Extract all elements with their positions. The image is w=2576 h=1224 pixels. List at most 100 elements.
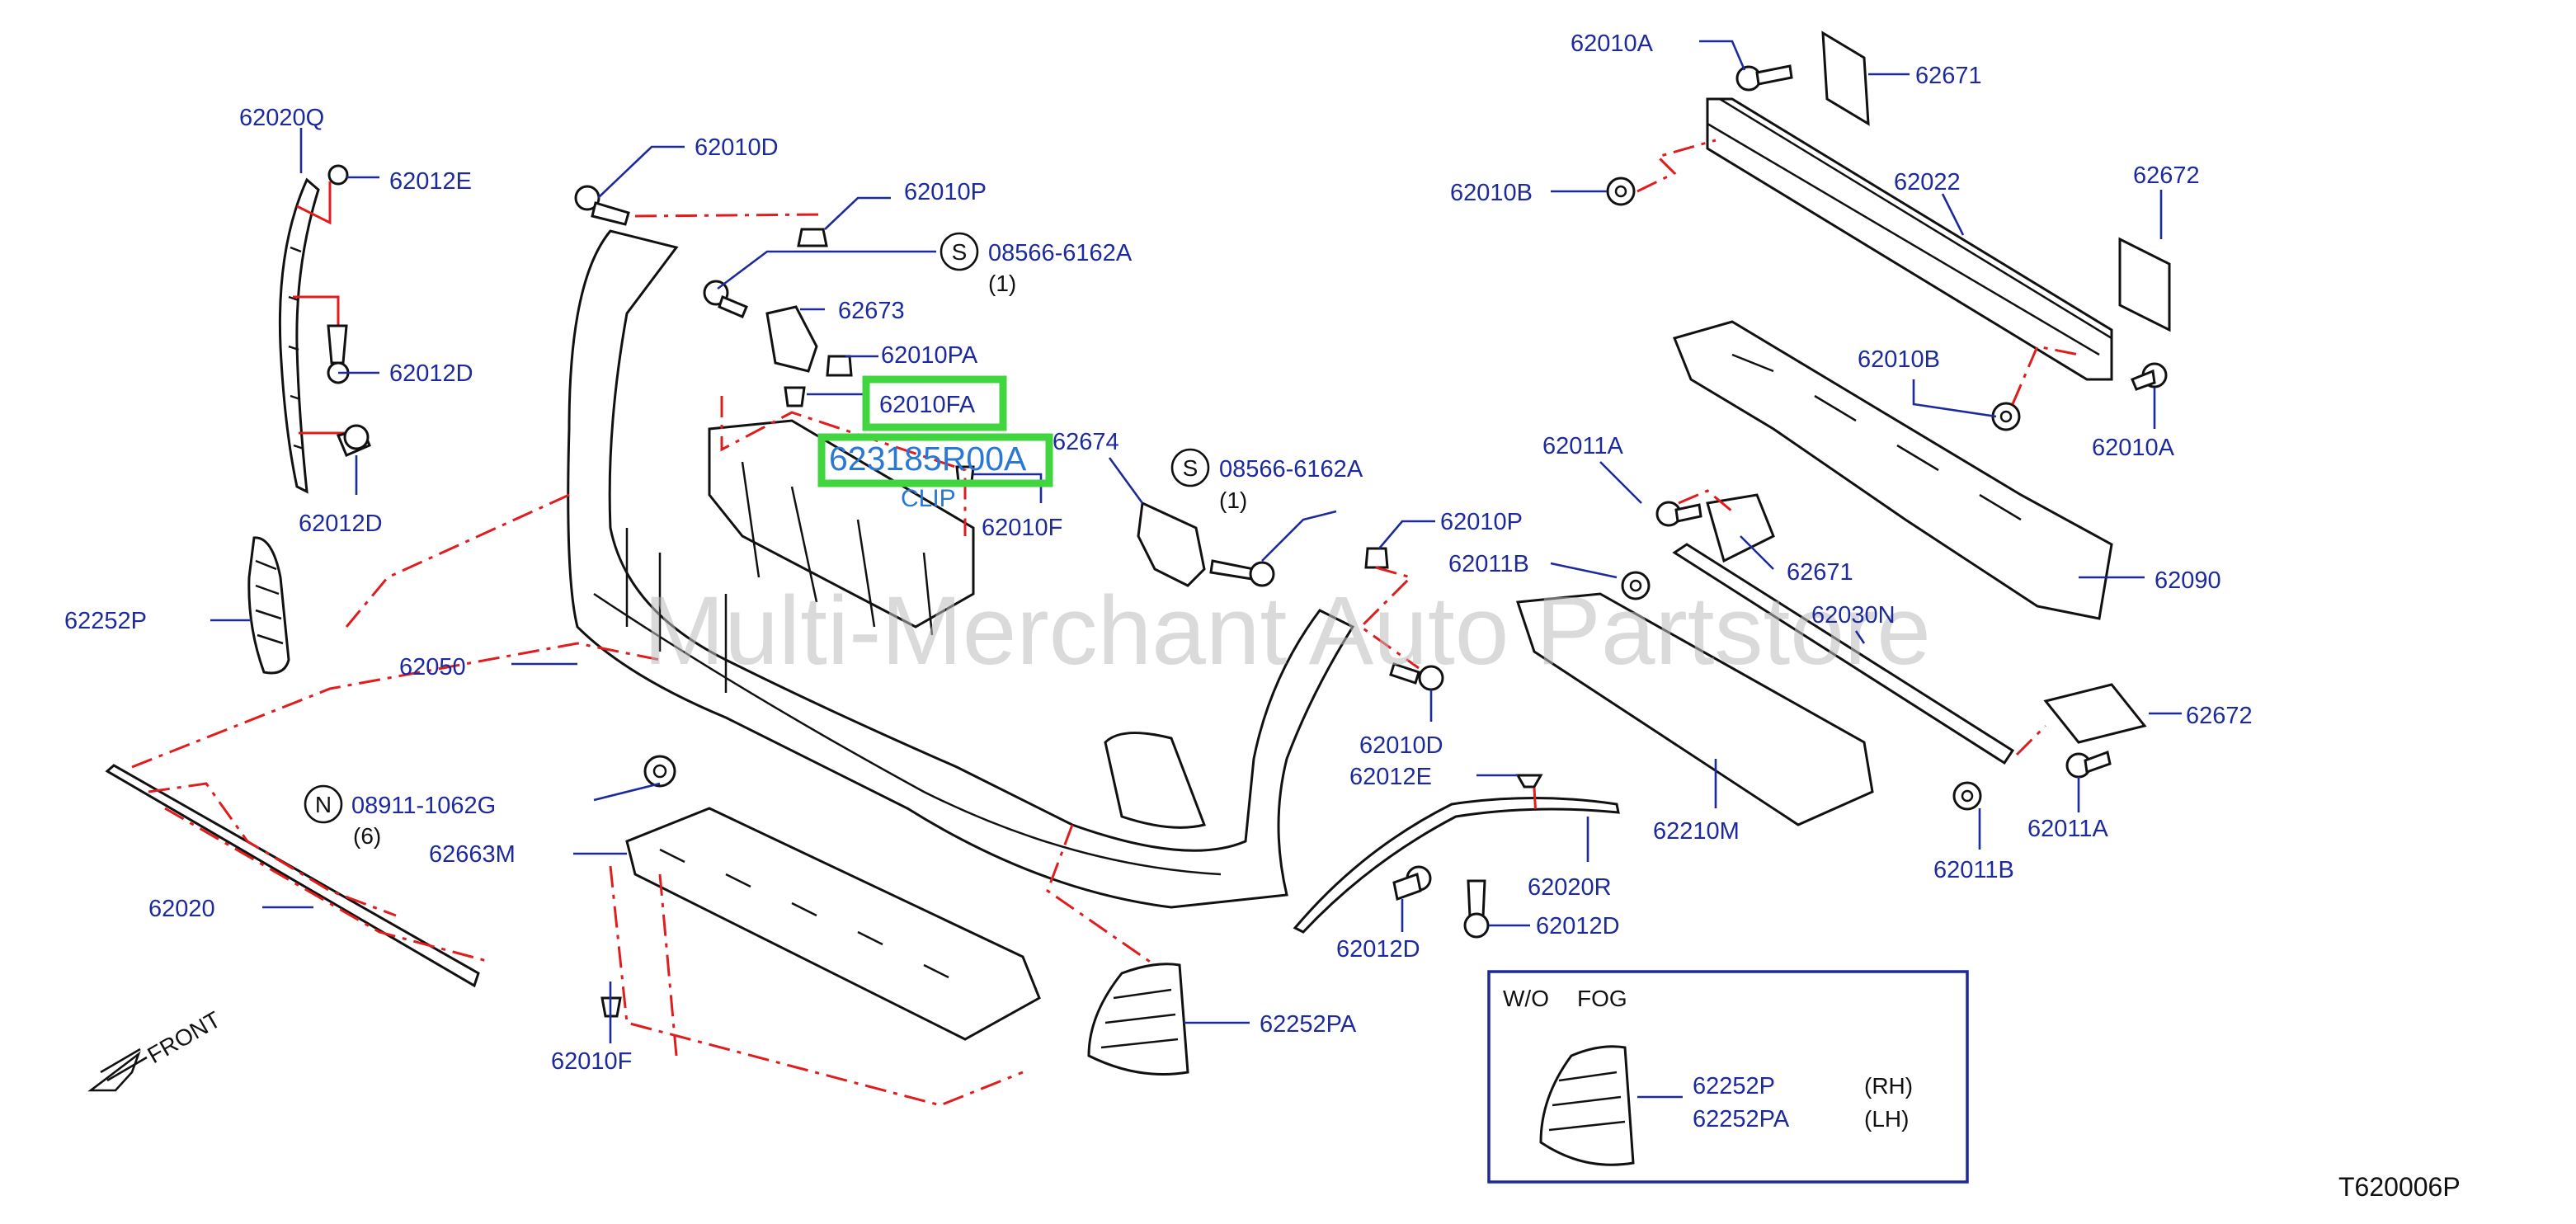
label-62010p-a[interactable]: 62010P [904,179,987,205]
label-08566-a-qty: (1) [988,271,1016,296]
inset-row2-part[interactable]: 62252PA [1693,1106,1790,1132]
label-08566-a[interactable]: 08566-6162A [988,240,1133,266]
label-62673[interactable]: 62673 [838,298,905,324]
label-62010f-b[interactable]: 62010F [551,1048,632,1075]
nut-08911[interactable] [643,755,676,788]
highlight-62010fa [862,375,1007,431]
bolt-08566-b[interactable] [1209,559,1275,587]
bracket-62672-bottom[interactable] [2043,683,2147,744]
fog-cover-62252pa[interactable] [1087,963,1189,1076]
inset-title-fog: FOG [1577,986,1627,1011]
label-62674[interactable]: 62674 [1053,429,1119,455]
label-62030n[interactable]: 62030N [1811,602,1896,628]
label-62012d-a[interactable]: 62012D [389,360,473,387]
screw-62012d-a[interactable] [327,324,350,384]
clip-62010fa[interactable] [784,386,806,407]
label-62210m[interactable]: 62210M [1653,818,1740,845]
label-62020q[interactable]: 62020Q [239,105,324,131]
label-62011b-a[interactable]: 62011B [1448,551,1529,577]
fog-cover-62252p[interactable] [247,536,290,675]
label-62011b-b[interactable]: 62011B [1933,857,2014,883]
label-62010d-b[interactable]: 62010D [1359,732,1443,759]
screw-62012d-d[interactable] [1463,879,1490,939]
fog-recess-right[interactable] [1104,732,1207,829]
side-bracket-62020q[interactable] [278,177,320,494]
label-62671-b[interactable]: 62671 [1787,559,1853,586]
label-08566-b-qty: (1) [1219,487,1247,513]
screw-62012d-c[interactable] [1392,865,1432,901]
dash-under-cover-drops [658,873,678,1057]
label-08911[interactable]: 08911-1062G [351,793,496,819]
label-08566-b[interactable]: 08566-6162A [1219,456,1363,483]
label-62010fa[interactable]: 62010FA [879,392,976,418]
label-62010b-a[interactable]: 62010B [1450,180,1533,206]
bolt-62010d-top[interactable] [574,185,630,226]
label-623185r00a[interactable]: 623185R00A [829,440,1027,478]
front-bumper-fascia-62050[interactable] [567,229,1355,909]
clip-62010pa[interactable] [826,355,853,377]
label-62010d-a[interactable]: 62010D [695,134,779,161]
label-62252pa[interactable]: 62252PA [1260,1011,1357,1038]
bracket-62671-top[interactable] [1821,31,1870,126]
label-62011a-b[interactable]: 62011A [2027,816,2108,842]
label-62010f-a[interactable]: 62010F [982,515,1062,541]
front-label: FRONT [144,1006,225,1068]
label-62671-a[interactable]: 62671 [1915,63,1982,89]
label-62090[interactable]: 62090 [2155,567,2221,594]
molding-62020r[interactable] [1293,797,1620,934]
screw-62012d-b[interactable] [336,424,371,457]
label-62010a-a[interactable]: 62010A [1571,31,1654,57]
label-62020r[interactable]: 62020R [1528,874,1612,901]
bumper-reinforcement-62022[interactable] [1706,97,2113,381]
splash-shield-62210m[interactable] [1515,592,1874,826]
inset-row1-side: (RH) [1864,1073,1913,1099]
nut-62011b-bottom[interactable] [1952,781,1982,811]
label-62672-a[interactable]: 62672 [2133,162,2200,189]
nut-62010b-top[interactable] [1606,177,1636,206]
bolt-62010a-mid[interactable] [2131,362,2168,391]
label-62012d-b[interactable]: 62012D [299,511,383,537]
symbol-s-b-text: S [1183,455,1199,481]
dash-grille-top [131,642,661,769]
clip-62010p-right[interactable] [1364,547,1389,569]
grille-strip-62020[interactable] [105,764,480,988]
front-arrow: FRONT [87,1006,225,1092]
inset-row1-part[interactable]: 62252P [1693,1073,1775,1099]
symbol-n-text: N [315,792,332,817]
under-cover-62663m[interactable] [625,807,1041,1041]
label-62022[interactable]: 62022 [1894,169,1961,195]
push-clip-62012e[interactable] [327,164,349,186]
label-62012d-d[interactable]: 62012D [1536,913,1620,939]
label-clip: CLIP [901,485,956,512]
label-62012e-b[interactable]: 62012E [1349,764,1432,790]
bolt-62011a-mid[interactable] [1655,501,1702,527]
label-62672-b[interactable]: 62672 [2186,703,2253,729]
nut-62011b-mid[interactable] [1621,571,1651,600]
label-62010a-b[interactable]: 62010A [2092,435,2175,461]
dash-62020r [1533,787,1538,817]
label-62050[interactable]: 62050 [399,654,466,680]
clip-62010p-top[interactable] [797,228,828,247]
energy-absorber-62090[interactable] [1672,320,2113,620]
nut-62010b-mid[interactable] [1991,402,2021,431]
bolt-62011a-bottom[interactable] [2065,750,2112,779]
armature-62030n[interactable] [1672,543,2015,765]
bracket-62671-mid[interactable] [1706,493,1775,563]
bolt-08566-a[interactable] [703,280,748,318]
bracket-62674[interactable] [1137,501,1206,587]
bracket-62672-top[interactable] [2118,237,2171,332]
inset-fog-cover[interactable] [1539,1045,1635,1166]
label-62010b-b[interactable]: 62010B [1858,346,1940,373]
bolt-62010a-top[interactable] [1735,64,1793,92]
label-62011a-a[interactable]: 62011A [1542,433,1623,459]
push-clip-62012e-right[interactable] [1515,774,1543,789]
bracket-62673[interactable] [765,305,818,373]
label-62012e-a[interactable]: 62012E [389,168,472,195]
label-62663m[interactable]: 62663M [429,841,516,868]
label-62010p-b[interactable]: 62010P [1440,509,1523,535]
label-62012d-c[interactable]: 62012D [1336,936,1420,963]
label-62020[interactable]: 62020 [148,896,215,922]
label-62252p[interactable]: 62252P [64,608,147,634]
dash-clips-center [720,396,967,536]
label-62010pa[interactable]: 62010PA [881,342,978,369]
